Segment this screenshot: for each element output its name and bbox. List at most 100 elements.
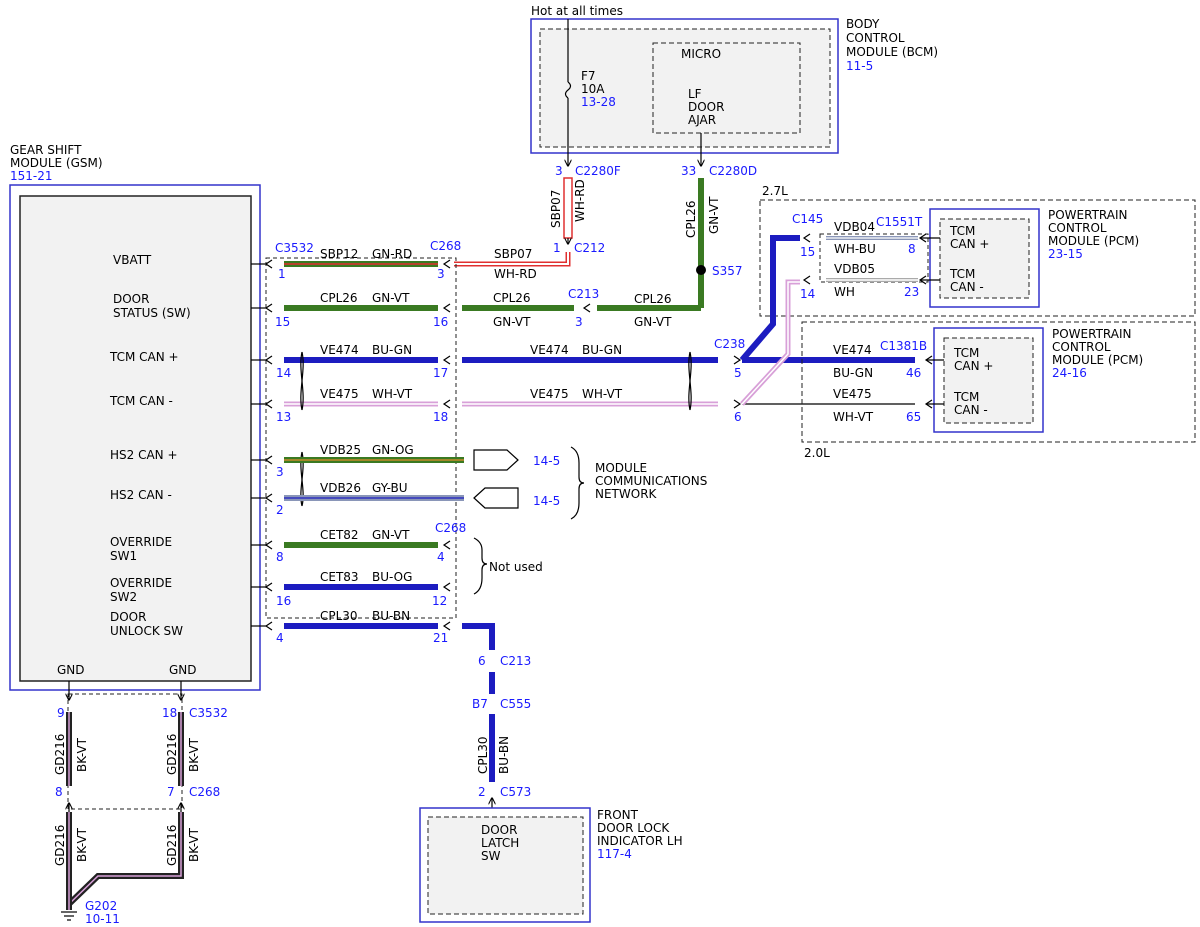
fuse-name: F7 xyxy=(581,69,596,83)
color-label: GN-VT xyxy=(372,291,410,305)
gsm-pin-vbatt: VBATT xyxy=(113,253,152,267)
pcm20-label: 2.0L xyxy=(804,446,830,460)
connector-c573: C573 xyxy=(500,785,531,799)
pcm20-canm-2: CAN - xyxy=(954,403,988,417)
circuit-label: SBP07 xyxy=(494,247,532,261)
connector-c2280d: C2280D xyxy=(709,164,757,178)
circuit-label: SBP12 xyxy=(320,247,358,261)
circuit-label: CPL30 xyxy=(476,736,490,774)
color-label: BK-VT xyxy=(75,827,89,862)
wire-vdb04: VDB04 WH-BU 15 8 xyxy=(739,220,918,362)
pin-label: 16 xyxy=(433,315,448,329)
fuse-ref: 13-28 xyxy=(581,95,616,109)
gsm-name-line1: GEAR SHIFT xyxy=(10,143,82,157)
pin-label: 13 xyxy=(276,410,291,424)
pin-label: 6 xyxy=(478,654,486,668)
wire-sbp07-vertical: SBP07 WH-RD xyxy=(549,177,587,239)
pcm27-canp-1: TCM xyxy=(949,224,975,238)
circuit-label: CPL26 xyxy=(684,200,698,238)
wire-cpl26: CPL26 GN-VT CPL26 GN-VT 15 16 xyxy=(275,291,574,329)
circuit-label: VDB25 xyxy=(320,443,361,457)
color-label: GY-BU xyxy=(372,481,408,495)
connector-c238: C238 xyxy=(714,337,745,351)
pin-label: 4 xyxy=(276,631,284,645)
gsm-pin-door-status-1: DOOR xyxy=(113,292,149,306)
pin-label: 14 xyxy=(800,287,815,301)
gsm-pin-tcm-can-m: TCM CAN - xyxy=(109,394,173,408)
circuit-label: GD216 xyxy=(165,734,179,775)
color-label: WH-VT xyxy=(372,387,413,401)
circuit-label: GD216 xyxy=(53,734,67,775)
circuit-label: CET83 xyxy=(320,570,359,584)
connector-c268: C268 xyxy=(189,785,220,799)
bcm-ajar-line1: LF xyxy=(688,87,702,101)
gsm-pin-door-unlock-1: DOOR xyxy=(110,610,146,624)
wire-cpl26-vertical: CPL26 GN-VT xyxy=(684,178,721,308)
connector-c212: C212 xyxy=(574,241,605,255)
color-label: BK-VT xyxy=(187,827,201,862)
connector-c1551t: C1551T xyxy=(876,215,923,229)
pin-label: 1 xyxy=(278,267,286,281)
circuit-label: VE474 xyxy=(320,343,359,357)
circuit-label: VE474 xyxy=(530,343,569,357)
bcm-ajar-line2: DOOR xyxy=(688,100,724,114)
ground-name: G202 xyxy=(85,899,117,913)
wire-ve474: VE474 BU-GN VE474 BU-GN VE474 BU-GN 14 1… xyxy=(276,343,921,380)
color-label: BU-GN xyxy=(833,366,873,380)
network-ref: 14-5 xyxy=(533,494,560,508)
pcm27-ref: 23-15 xyxy=(1048,247,1083,261)
pin-label: 3 xyxy=(575,315,583,329)
connector-c555: C555 xyxy=(500,697,531,711)
color-label: WH-VT xyxy=(833,410,874,424)
latch-sw-line3: SW xyxy=(481,849,501,863)
bcm-name-line1: BODY xyxy=(846,17,880,31)
gsm-pin-override2-1: OVERRIDE xyxy=(110,576,172,590)
pin-label: 18 xyxy=(162,706,177,720)
pin-label: 18 xyxy=(433,410,448,424)
pcm27-canm-1: TCM xyxy=(949,267,975,281)
pin-label: 1 xyxy=(553,241,561,255)
color-label: GN-OG xyxy=(372,443,414,457)
wire-cet82: CET82 GN-VT 8 4 xyxy=(276,528,445,564)
pin-label: 12 xyxy=(432,594,447,608)
pcm20-name-1: POWERTRAIN xyxy=(1052,327,1132,341)
ground-ref: 10-11 xyxy=(85,912,120,926)
connector-c3532-c268-outline xyxy=(265,257,457,619)
gsm-name-line2: MODULE (GSM) xyxy=(10,156,103,170)
wire-ve475: VE475 WH-VT VE475 WH-VT VE475 WH-VT 13 1… xyxy=(276,387,921,424)
network-connector-icon xyxy=(473,449,519,471)
pcm20-name-2: CONTROL xyxy=(1052,340,1111,354)
latch-sw-line2: LATCH xyxy=(481,836,519,850)
latch-ref: 117-4 xyxy=(597,847,632,861)
gsm-pin-override1-1: OVERRIDE xyxy=(110,535,172,549)
wire-gd216-lower: GD216 BK-VT GD216 BK-VT xyxy=(53,812,201,910)
circuit-label: CPL26 xyxy=(493,291,531,305)
pin-label: 3 xyxy=(437,267,445,281)
connector-c3532: C3532 xyxy=(275,241,314,255)
network-connector-icon xyxy=(473,487,519,509)
pin-label: 3 xyxy=(276,465,284,479)
circuit-label: VE475 xyxy=(833,387,872,401)
color-label: BK-VT xyxy=(75,737,89,772)
pin-label: B7 xyxy=(472,697,488,711)
bcm-name-line2: CONTROL xyxy=(846,31,905,45)
gsm-module: GEAR SHIFT MODULE (GSM) 151-21 VBATT DOO… xyxy=(9,143,261,691)
splice-s357 xyxy=(696,265,706,275)
color-label: BK-VT xyxy=(187,737,201,772)
circuit-label: VDB05 xyxy=(834,262,875,276)
color-label: BU-GN xyxy=(372,343,412,357)
pin-label: 23 xyxy=(904,285,919,299)
pcm27-canm-2: CAN - xyxy=(950,280,984,294)
gsm-pin-override2-2: SW2 xyxy=(110,590,137,604)
pin-label: 5 xyxy=(734,366,742,380)
pcm20-name-3: MODULE (PCM) xyxy=(1052,353,1143,367)
circuit-label: CPL26 xyxy=(634,292,672,306)
pin-label: 2 xyxy=(478,785,486,799)
circuit-label: VDB26 xyxy=(320,481,361,495)
brace-icon xyxy=(473,537,488,595)
gsm-pin-hs2-can-p: HS2 CAN + xyxy=(110,448,178,462)
pin-label: 15 xyxy=(275,315,290,329)
gsm-pin-gnd: GND xyxy=(57,663,85,677)
circuit-label: VE475 xyxy=(530,387,569,401)
